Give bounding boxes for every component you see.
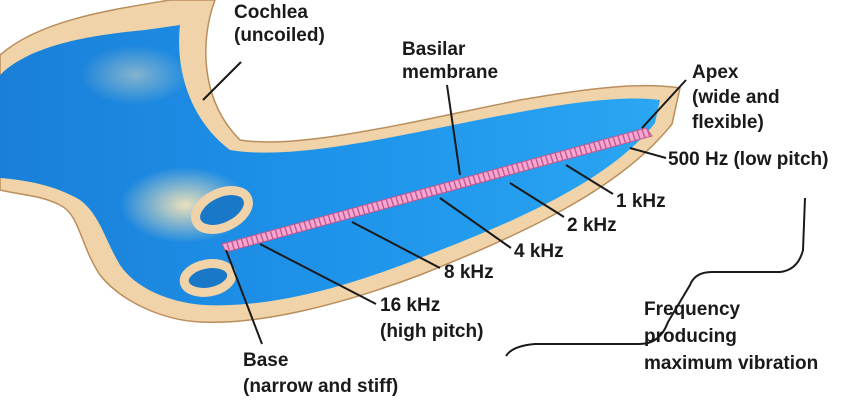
basilar-label-line1: Basilar [402,39,466,60]
apex-label: Apex (wide and flexible) [692,60,780,135]
freq-16khz-line2: (high pitch) [380,321,484,342]
bracket-label-line1: Frequency [644,299,741,320]
bracket-label-line2: producing [644,326,737,347]
freq-2khz-label: 2 kHz [567,215,617,236]
bracket-label-line3: maximum vibration [644,353,819,374]
leader-lines [202,61,806,357]
basilar-membrane-label: Basilar membrane [402,38,498,84]
freq-16khz-line1: 16 kHz [380,295,441,316]
apex-label-line1: Apex [692,62,739,83]
basilar-membrane [221,127,653,253]
apex-label-line2: (wide and [692,87,780,108]
freq-500hz-label: 500 Hz (low pitch) [668,149,829,170]
freq-8khz-label: 8 kHz [444,262,494,283]
freq-4khz-label: 4 kHz [514,241,564,262]
freq-1khz-label: 1 kHz [616,191,666,212]
base-label-line2: (narrow and stiff) [243,376,399,397]
oval-window [191,186,253,234]
frequency-bracket-label: Frequency producing maximum vibration [644,296,818,377]
apex-label-line3: flexible) [692,112,764,133]
round-window [179,259,237,297]
base-label: Base (narrow and stiff) [243,348,398,400]
freq-16khz-label: 16 kHz (high pitch) [380,293,483,345]
base-label-line1: Base [243,350,289,371]
basilar-label-line2: membrane [402,62,499,83]
fluid-highlight [80,45,190,105]
cochlea-label-line2: (uncoiled) [234,25,325,46]
cochlea-label-line1: Cochlea [234,2,308,23]
cochlea-label: Cochlea (uncoiled) [234,1,325,47]
